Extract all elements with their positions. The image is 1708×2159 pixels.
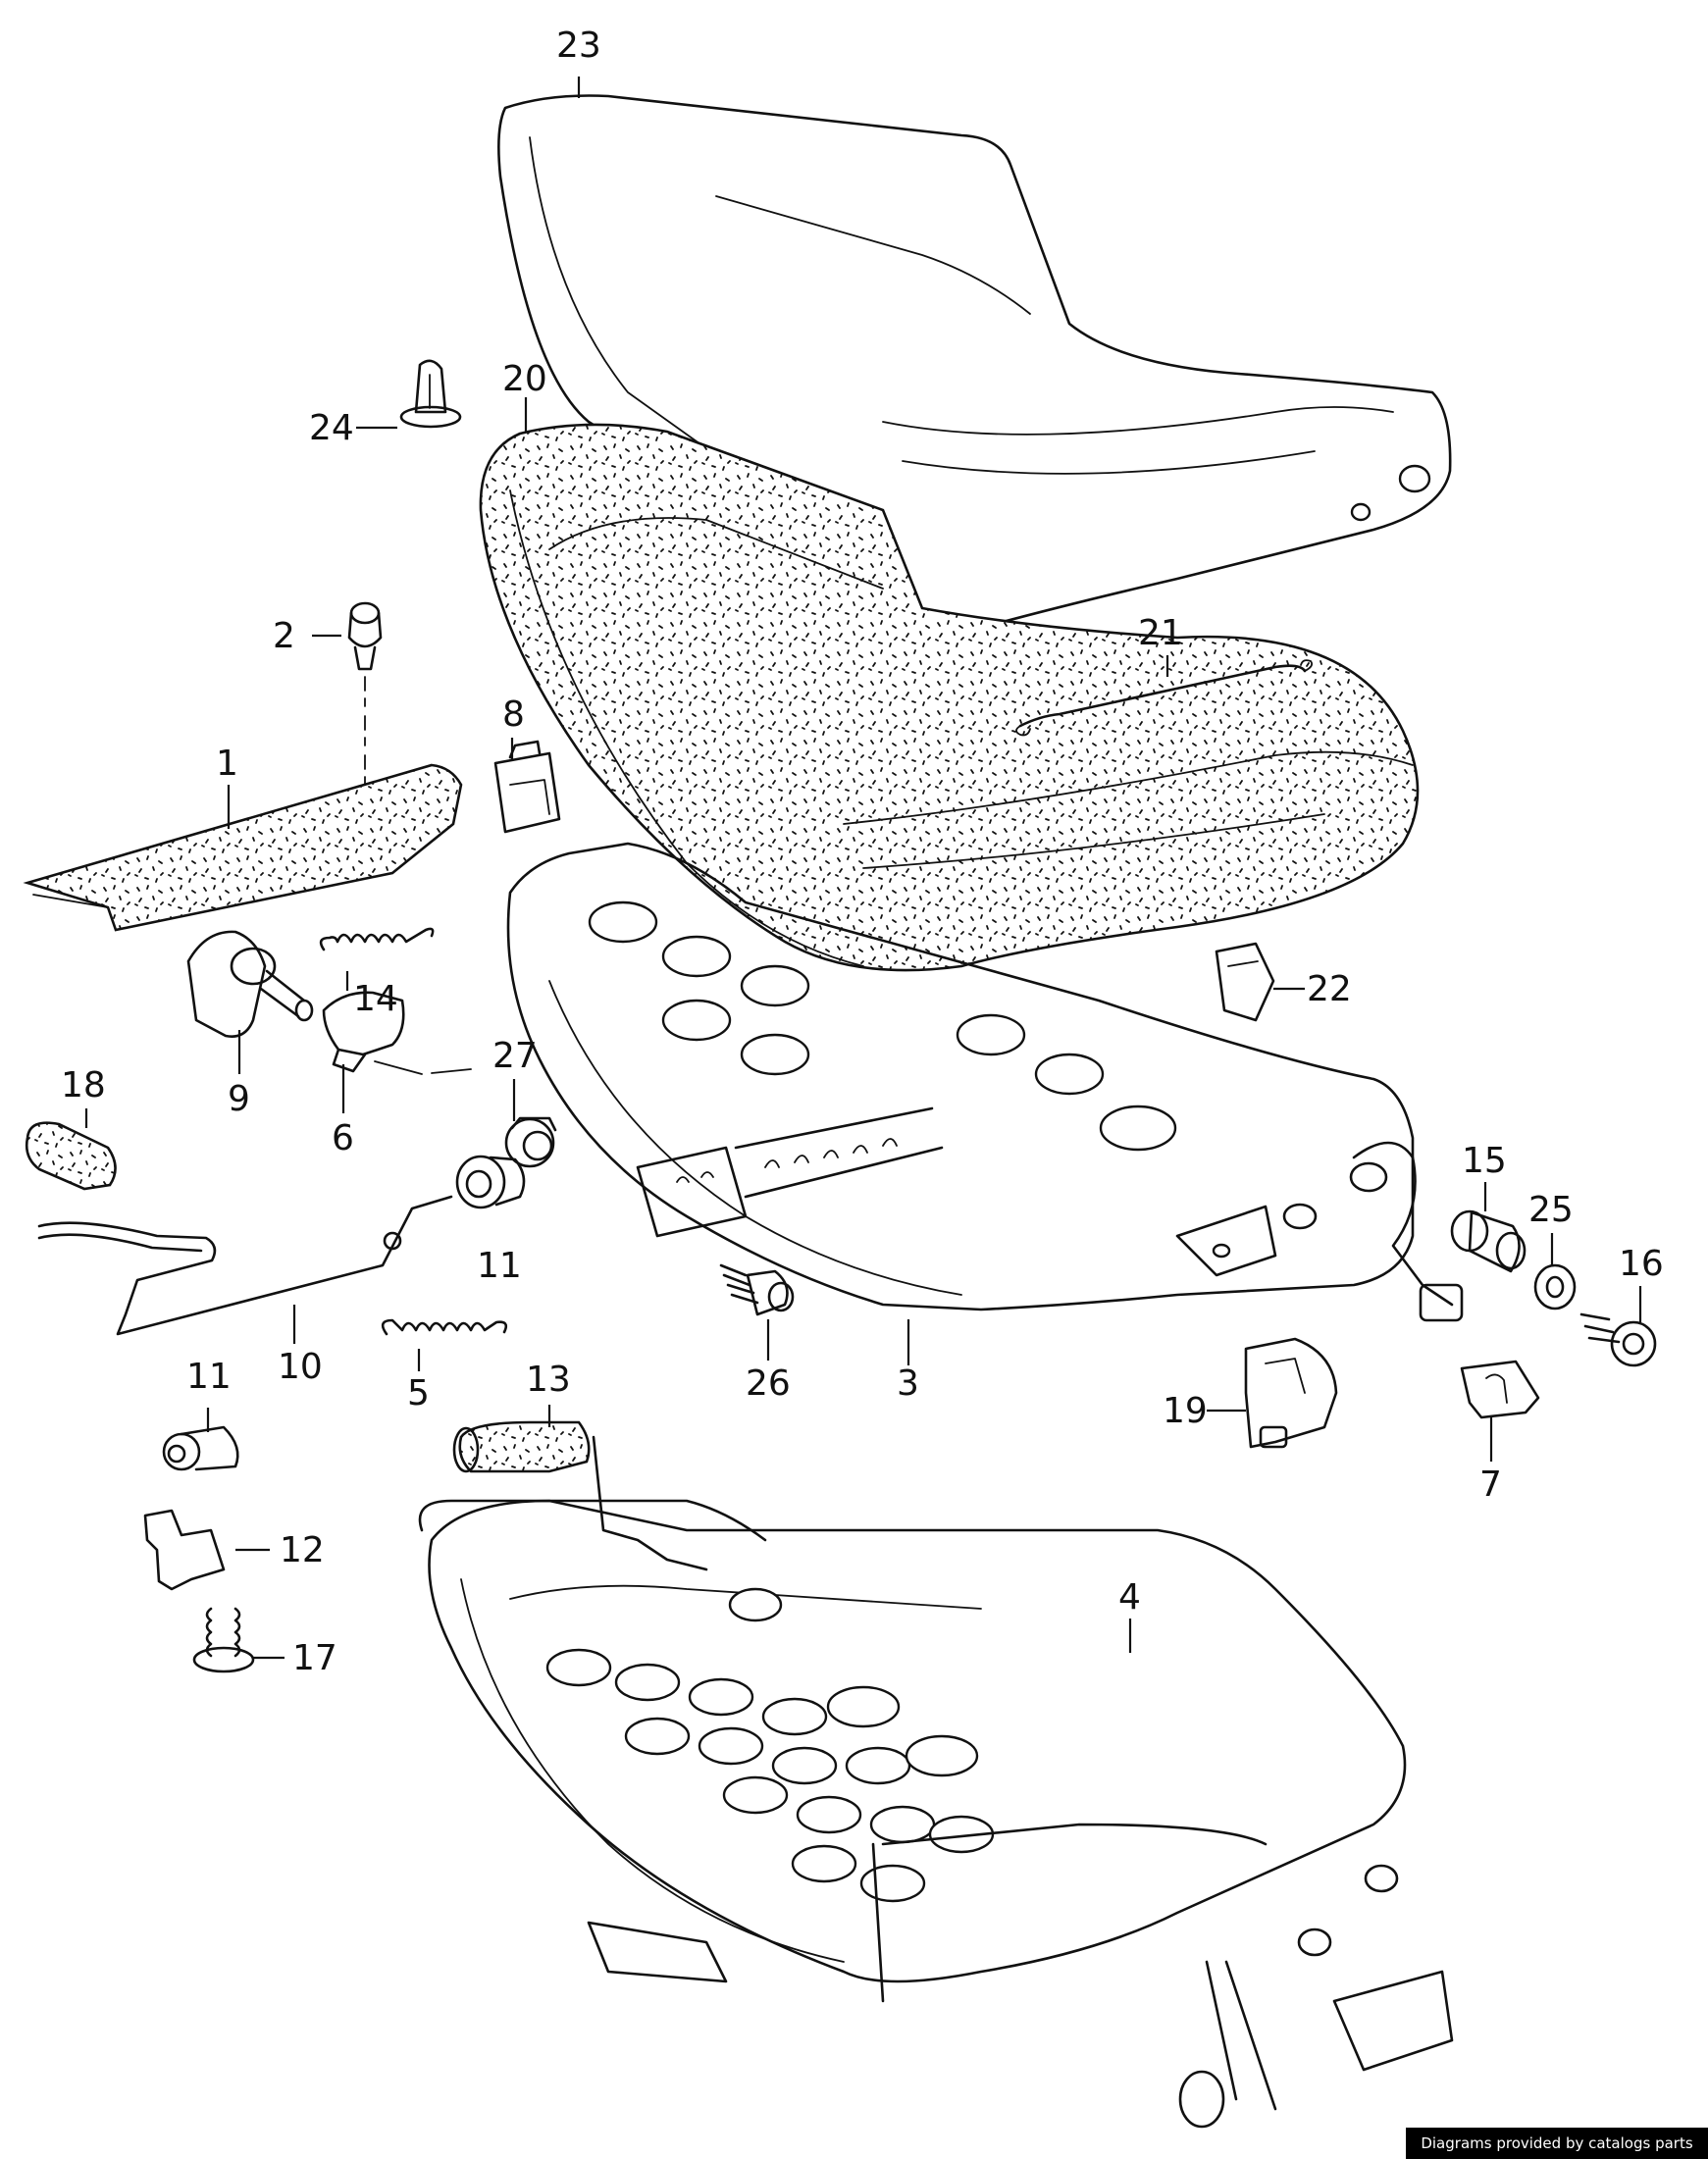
callout-21: 21 [1138, 613, 1183, 653]
callout-16: 16 [1619, 1244, 1664, 1284]
screw-16-part [1579, 1312, 1657, 1367]
washer-25-part [1533, 1263, 1577, 1311]
callout-23: 23 [556, 26, 601, 66]
callout-24: 24 [309, 408, 354, 448]
clip-8-part [493, 740, 561, 834]
leader-lines [84, 77, 1642, 1660]
callout-26: 26 [746, 1363, 791, 1404]
callout-labels: 23 20 24 2 21 8 1 22 14 27 18 9 6 15 25 … [61, 26, 1664, 1678]
callout-13: 13 [526, 1360, 571, 1400]
callout-12: 12 [280, 1530, 325, 1570]
callout-2: 2 [273, 616, 295, 656]
credit-banner: Diagrams provided by catalogs parts [1406, 2128, 1708, 2159]
callout-27: 27 [492, 1036, 538, 1076]
bracket-12-part [143, 1509, 226, 1591]
bushing-27-part [504, 1116, 557, 1168]
bushing-11b-part [162, 1425, 239, 1471]
seat-pan-part [418, 1499, 1454, 2129]
bushing-15-part [1450, 1209, 1527, 1273]
callout-17: 17 [292, 1638, 337, 1678]
callout-11-upper: 11 [477, 1246, 522, 1286]
push-clip-part [347, 601, 383, 786]
clip-7-part [1460, 1360, 1540, 1419]
seat-cover-part [497, 94, 1452, 632]
bushing-9-part [186, 930, 314, 1038]
callout-8: 8 [502, 694, 525, 735]
screw-26-part [719, 1263, 795, 1316]
callout-11-lower: 11 [186, 1357, 232, 1397]
callout-19: 19 [1163, 1391, 1208, 1431]
callout-4: 4 [1118, 1577, 1141, 1618]
callout-9: 9 [228, 1079, 250, 1119]
callout-10: 10 [278, 1347, 323, 1387]
callout-25: 25 [1528, 1190, 1574, 1230]
handle-13-part [452, 1420, 708, 1571]
latch-19-part [1244, 1337, 1338, 1449]
callout-1: 1 [216, 744, 238, 784]
callout-15: 15 [1462, 1141, 1507, 1181]
callout-5: 5 [407, 1373, 430, 1414]
callout-6: 6 [332, 1118, 354, 1158]
trim-clip-part [399, 359, 462, 429]
grip-18-part [25, 1121, 117, 1191]
clip-22-part [1215, 942, 1275, 1022]
tension-wire-part [1015, 659, 1314, 737]
side-trim-part [23, 763, 463, 932]
callout-20: 20 [502, 359, 547, 399]
bolt-17-part [192, 1607, 255, 1673]
seat-frame-part [506, 842, 1464, 1322]
callout-3: 3 [897, 1363, 919, 1404]
callout-7: 7 [1479, 1465, 1502, 1505]
callout-18: 18 [61, 1065, 106, 1105]
callout-22: 22 [1307, 969, 1352, 1009]
callout-14: 14 [353, 979, 398, 1019]
lever-rod-part [37, 1195, 453, 1336]
bushing-11a-part [455, 1155, 526, 1209]
spring-14-part [319, 927, 435, 951]
seat-foam-part [479, 423, 1420, 972]
spring-5-part [381, 1318, 508, 1336]
